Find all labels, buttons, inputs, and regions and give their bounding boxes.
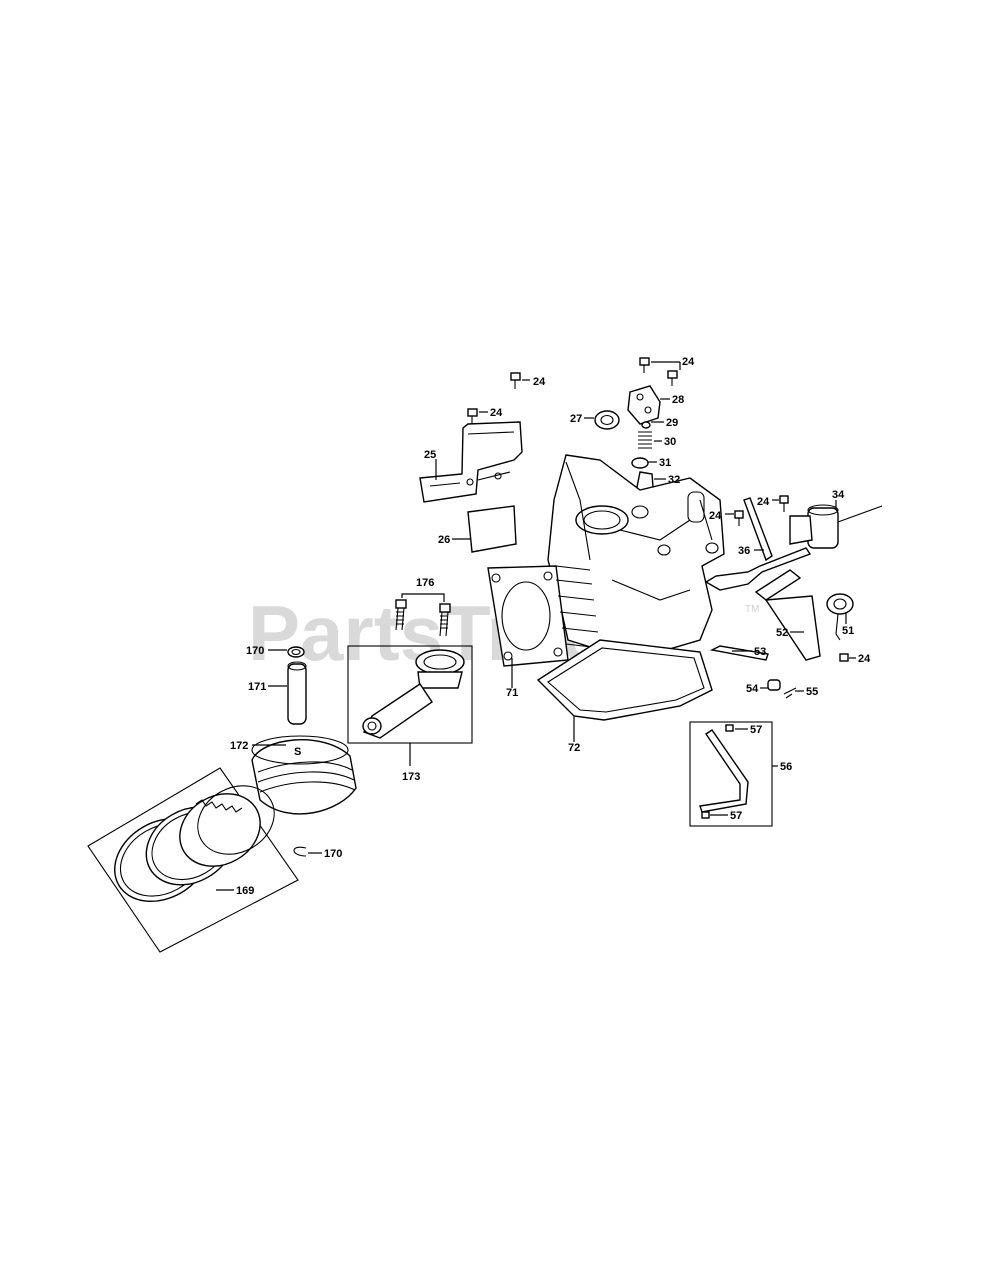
callout-55: 55 bbox=[806, 686, 818, 698]
part-switch-51[interactable] bbox=[826, 593, 854, 641]
part-spring-30[interactable] bbox=[638, 431, 662, 449]
part-link-36[interactable] bbox=[743, 497, 773, 562]
callout-26: 26 bbox=[438, 534, 450, 546]
callout-29: 29 bbox=[666, 417, 678, 429]
callout-57: 57 bbox=[750, 724, 762, 736]
part-connecting-rod-173[interactable] bbox=[347, 645, 473, 766]
callout-57: 57 bbox=[730, 810, 742, 822]
part-clip-170-top[interactable] bbox=[268, 646, 305, 658]
callout-54: 54 bbox=[746, 683, 759, 695]
part-washer-29[interactable] bbox=[641, 421, 664, 429]
callout-170: 170 bbox=[246, 645, 264, 657]
callout-31: 31 bbox=[659, 457, 671, 469]
part-shaft-53[interactable] bbox=[709, 645, 769, 661]
part-governor-28[interactable] bbox=[627, 385, 670, 425]
callout-24: 24 bbox=[858, 653, 871, 665]
callout-24: 24 bbox=[533, 376, 546, 388]
part-bolt-24-right-a[interactable] bbox=[725, 510, 744, 526]
part-gasket-72[interactable] bbox=[536, 639, 713, 742]
part-washer-31[interactable] bbox=[631, 457, 657, 469]
part-ring-set-169[interactable] bbox=[87, 767, 299, 953]
part-cap-54[interactable] bbox=[760, 679, 781, 691]
part-bracket-52[interactable] bbox=[754, 569, 821, 661]
part-piston-pin-171[interactable] bbox=[268, 661, 307, 725]
callout-24: 24 bbox=[490, 407, 503, 419]
part-bolt-24-lower-right[interactable] bbox=[839, 653, 856, 662]
part-shield-25[interactable] bbox=[419, 421, 523, 503]
part-cylinder-71[interactable] bbox=[487, 565, 601, 688]
svg-text:S: S bbox=[294, 746, 301, 758]
part-tube-56-box[interactable] bbox=[689, 721, 778, 827]
callout-24: 24 bbox=[757, 496, 770, 508]
callout-170: 170 bbox=[324, 848, 342, 860]
callout-56: 56 bbox=[780, 761, 792, 773]
callout-51: 51 bbox=[842, 625, 854, 637]
callout-172: 172 bbox=[230, 740, 248, 752]
part-gasket-26[interactable] bbox=[452, 505, 517, 553]
callout-27: 27 bbox=[570, 413, 582, 425]
part-bolt-24-right-b[interactable] bbox=[772, 495, 789, 512]
part-bolt-24-upper-pair[interactable] bbox=[639, 357, 681, 386]
callout-32: 32 bbox=[668, 474, 680, 486]
part-bolt-24-shield[interactable] bbox=[467, 408, 488, 424]
part-bolt-24-top-left[interactable] bbox=[510, 372, 530, 389]
callout-34: 34 bbox=[832, 489, 845, 501]
part-clip-170-bottom[interactable] bbox=[293, 846, 322, 857]
part-pin-55[interactable] bbox=[783, 687, 804, 699]
callout-24: 24 bbox=[709, 510, 722, 522]
callout-labels: 24 24 24 24 24 24 25 26 27 28 29 30 31 3… bbox=[230, 356, 871, 897]
part-seal-27[interactable] bbox=[584, 410, 620, 430]
callout-169: 169 bbox=[236, 885, 254, 897]
callout-36: 36 bbox=[738, 545, 750, 557]
callout-24: 24 bbox=[682, 356, 695, 368]
watermark-trademark: TM bbox=[745, 604, 759, 615]
callout-176: 176 bbox=[416, 577, 434, 589]
callout-71: 71 bbox=[506, 687, 518, 699]
callout-173: 173 bbox=[402, 771, 420, 783]
part-throttle-rod[interactable] bbox=[704, 547, 812, 591]
callout-72: 72 bbox=[568, 742, 580, 754]
part-solenoid-34[interactable] bbox=[789, 500, 883, 549]
part-bolts-176[interactable] bbox=[395, 593, 451, 637]
callout-30: 30 bbox=[664, 436, 676, 448]
callout-52: 52 bbox=[776, 627, 788, 639]
callout-171: 171 bbox=[248, 681, 266, 693]
callout-28: 28 bbox=[672, 394, 684, 406]
part-crankcase-block[interactable] bbox=[547, 454, 725, 651]
callout-53: 53 bbox=[754, 646, 766, 658]
part-piston-172[interactable]: S bbox=[251, 735, 357, 815]
callout-25: 25 bbox=[424, 449, 436, 461]
